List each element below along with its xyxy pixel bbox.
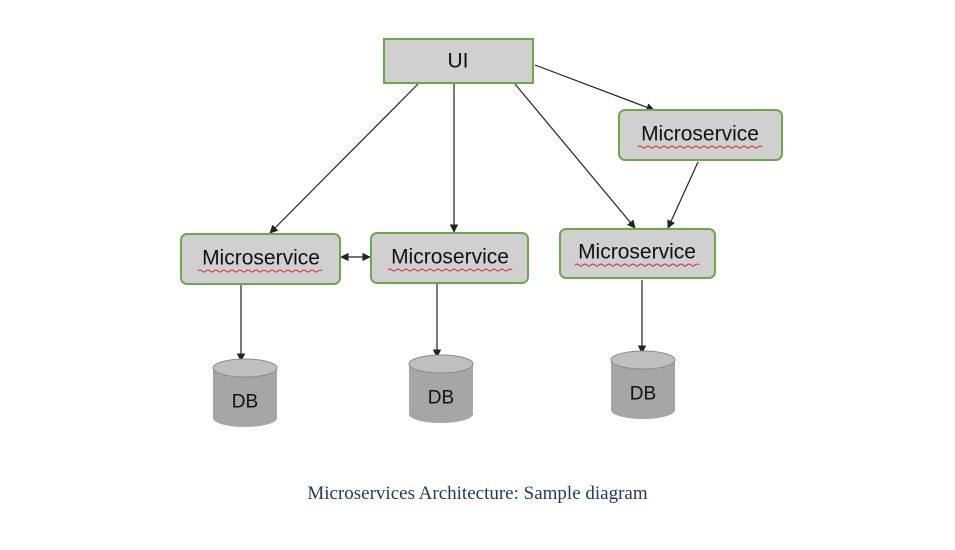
connector-microservice-4-to-microservice-3 <box>667 161 699 229</box>
microservice-node-top-right: Microservice <box>618 109 783 161</box>
spellcheck-underline <box>197 269 323 273</box>
db-label-right: DB <box>630 384 656 405</box>
connector-ui-to-microservice-4 <box>534 64 655 112</box>
microservice-node-center: Microservice <box>370 232 529 284</box>
ui-node: UI <box>383 38 534 84</box>
microservice-node-right: Microservice <box>559 228 716 279</box>
microservice-label-center: Microservice <box>391 246 509 269</box>
microservice-label-top-right: Microservice <box>641 123 759 146</box>
connector-ui-to-microservice-3 <box>514 83 636 229</box>
db-label-center: DB <box>428 388 454 409</box>
connector-ui-to-microservice-1 <box>269 83 419 234</box>
database-center: DB <box>408 354 474 423</box>
db-label-left: DB <box>232 392 258 413</box>
microservice-label-right: Microservice <box>578 241 696 264</box>
figure-caption: Microservices Architecture: Sample diagr… <box>307 483 648 504</box>
spellcheck-underline <box>574 263 700 267</box>
ui-node-label: UI <box>448 50 469 73</box>
database-left: DB <box>212 358 278 427</box>
spellcheck-underline <box>387 268 513 272</box>
spellcheck-underline <box>637 145 763 149</box>
database-right: DB <box>610 350 676 419</box>
microservice-node-left: Microservice <box>180 233 341 285</box>
microservice-label-left: Microservice <box>202 247 320 270</box>
